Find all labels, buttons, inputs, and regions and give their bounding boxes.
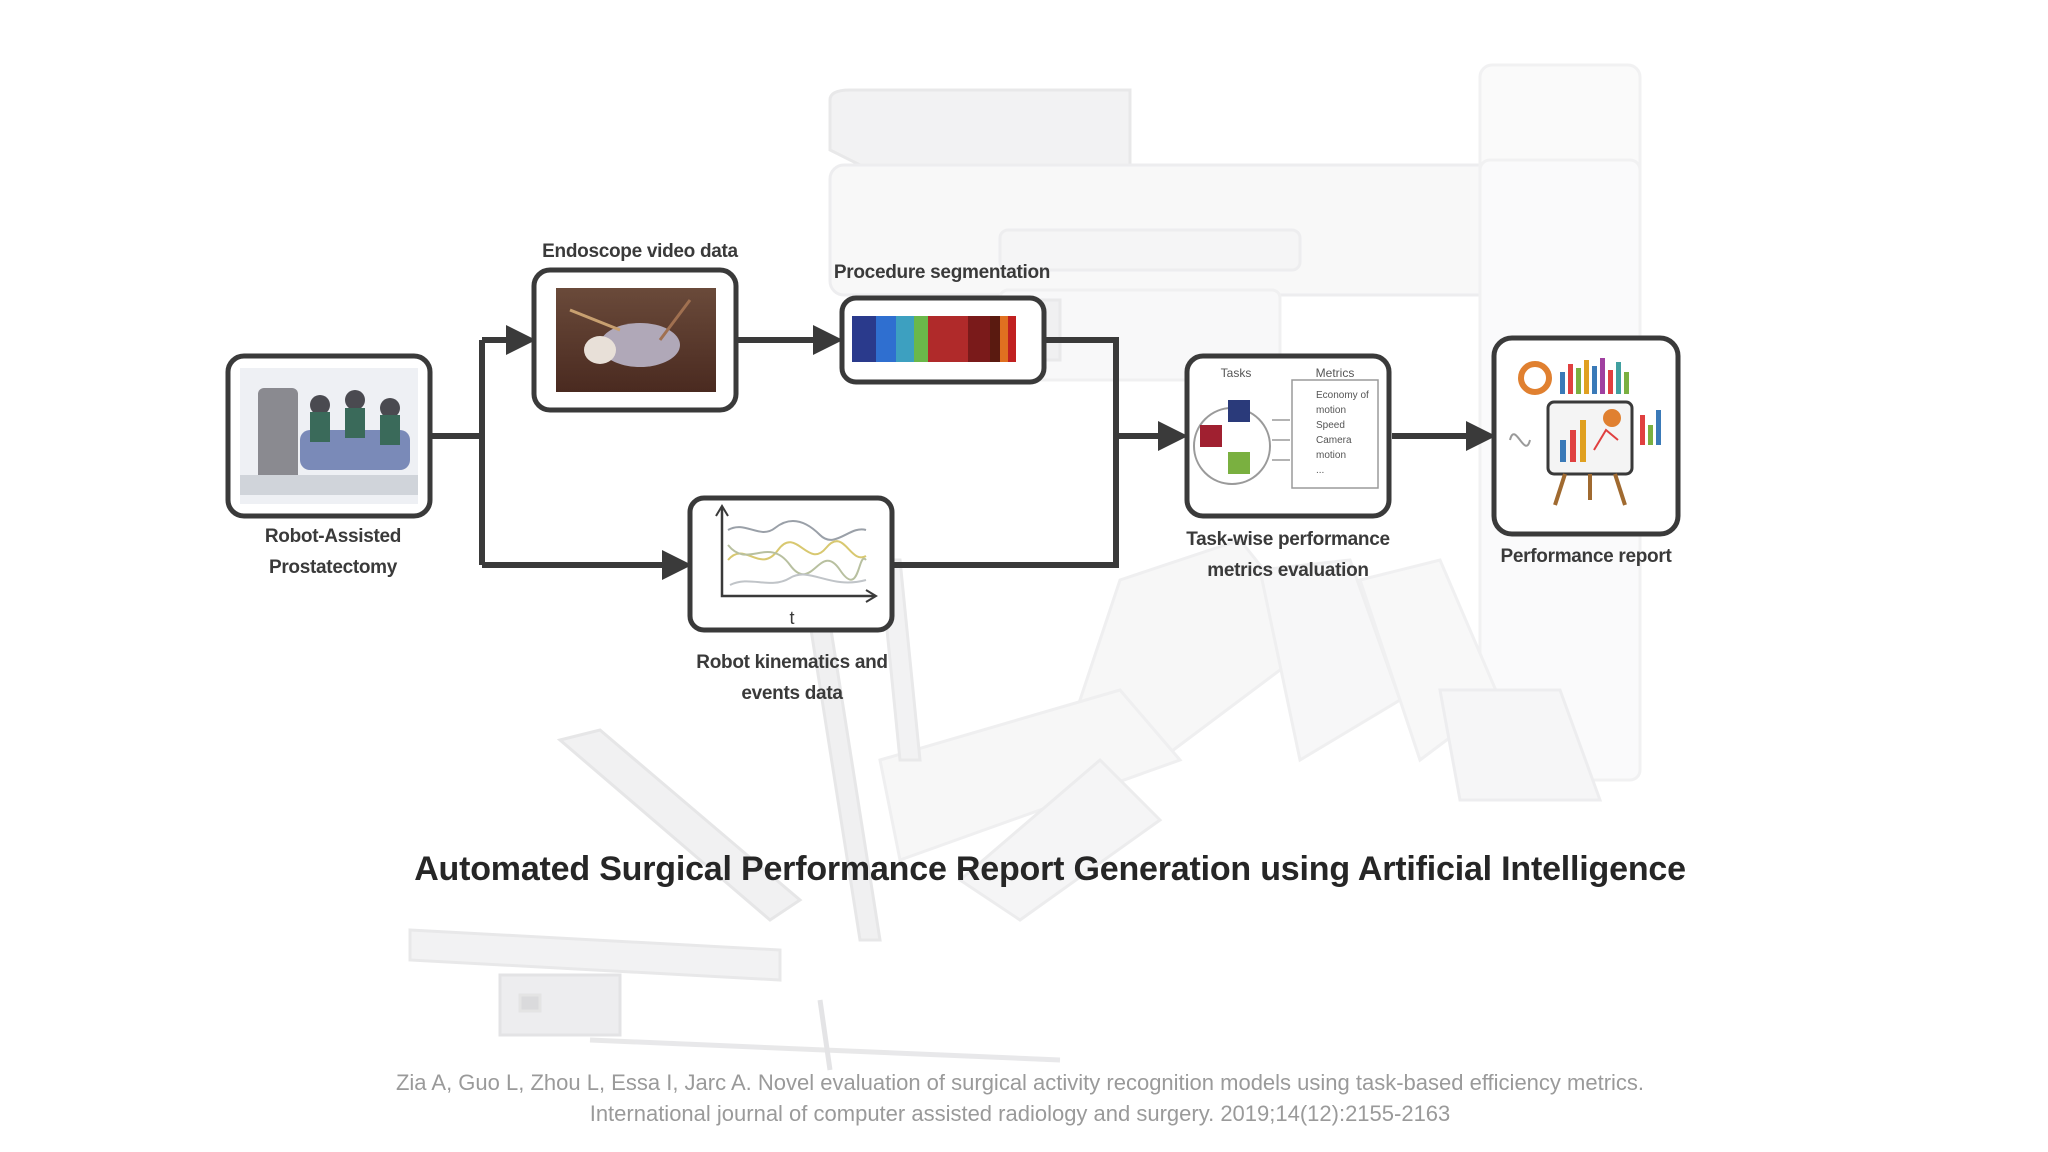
metrics-evaluation-label: Task-wise performance metrics evaluation [1160, 524, 1416, 586]
endoscope-video-node [531, 267, 739, 413]
robot-assisted-label-line2: Prostatectomy [268, 557, 398, 578]
robot-assisted-label-line1: Robot-Assisted [264, 526, 402, 547]
kinematics-node: t [687, 495, 895, 633]
time-axis-label: t [789, 608, 794, 628]
segment-7 [990, 316, 1000, 362]
segment-5 [928, 316, 968, 362]
procedure-segmentation-label: Procedure segmentation [833, 262, 1051, 283]
connector-arrows [432, 325, 1496, 580]
metric-item: ... [1316, 465, 1324, 476]
kinematics-label: Robot kinematics and events data [670, 647, 914, 709]
procedure-segmentation-node [839, 295, 1047, 385]
task-square-green [1228, 452, 1250, 474]
metric-items-list: Economy ofmotionSpeedCameramotion... [1316, 390, 1369, 476]
segment-2 [876, 316, 896, 362]
segment-6 [968, 316, 990, 362]
segmentation-color-bar [852, 316, 1016, 362]
citation-line2: International journal of computer assist… [589, 1101, 1451, 1126]
metric-item: Camera [1316, 435, 1352, 446]
endoscope-video-label: Endoscope video data [542, 241, 738, 262]
segment-8 [1000, 316, 1008, 362]
metrics-evaluation-label-line2: metrics evaluation [1207, 560, 1369, 581]
metric-item: Economy of [1316, 390, 1369, 401]
metrics-header: Metrics [1316, 366, 1355, 380]
tasks-header: Tasks [1221, 366, 1252, 380]
metrics-evaluation-label-line1: Task-wise performance [1186, 529, 1390, 550]
performance-report-label: Performance report [1500, 546, 1672, 567]
segment-1 [852, 316, 876, 362]
kinematics-label-line2: events data [741, 683, 843, 704]
task-square-red [1200, 425, 1222, 447]
segment-9 [1008, 316, 1016, 362]
robot-assisted-node [225, 353, 433, 519]
performance-report-node [1491, 335, 1681, 537]
metrics-evaluation-node: Tasks Metrics Economy ofmotionSpeedCamer… [1184, 353, 1392, 519]
metric-item: motion [1316, 450, 1346, 461]
slide-title: Automated Surgical Performance Report Ge… [414, 850, 1686, 888]
kinematics-label-line1: Robot kinematics and [696, 652, 888, 673]
robot-assisted-label: Robot-Assisted Prostatectomy [238, 521, 428, 583]
metric-item: motion [1316, 405, 1346, 416]
citation-line1: Zia A, Guo L, Zhou L, Essa I, Jarc A. No… [395, 1070, 1645, 1095]
segment-4 [914, 316, 928, 362]
task-square-blue [1228, 400, 1250, 422]
metric-item: Speed [1316, 420, 1345, 431]
segment-3 [896, 316, 914, 362]
